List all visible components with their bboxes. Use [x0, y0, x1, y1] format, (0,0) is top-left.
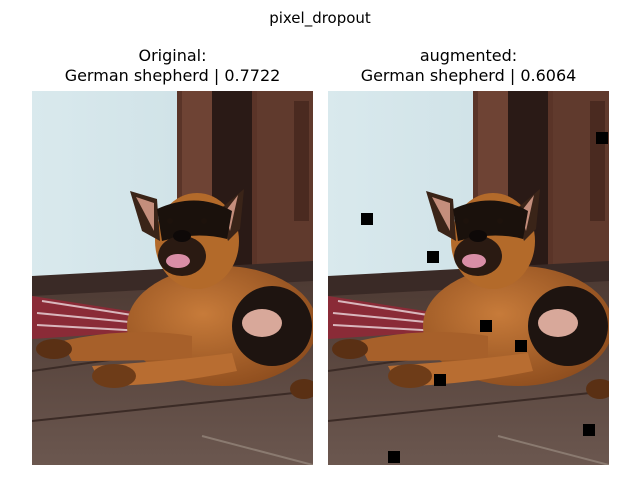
dropout-square — [361, 213, 373, 225]
panel-augmented-title-line1: augmented: — [419, 46, 518, 65]
figure-suptitle: pixel_dropout — [269, 9, 371, 27]
panel-augmented-title: augmented: German shepherd | 0.6064 — [328, 46, 609, 86]
panel-original-title-line2: German shepherd | 0.7722 — [64, 66, 281, 85]
augmented-dog-photo — [328, 91, 609, 465]
panel-augmented-title-line2: German shepherd | 0.6064 — [360, 66, 577, 85]
panel-original-title: Original: German shepherd | 0.7722 — [32, 46, 313, 86]
dropout-square — [583, 424, 595, 436]
dropout-square — [596, 132, 608, 144]
panel-original-title-line1: Original: — [138, 46, 207, 65]
dropout-square — [388, 451, 400, 463]
dropout-square — [427, 251, 439, 263]
dropout-square — [434, 374, 446, 386]
original-dog-photo — [32, 91, 313, 465]
dropout-square — [480, 320, 492, 332]
dropout-squares — [361, 132, 608, 463]
dropout-square — [515, 340, 527, 352]
